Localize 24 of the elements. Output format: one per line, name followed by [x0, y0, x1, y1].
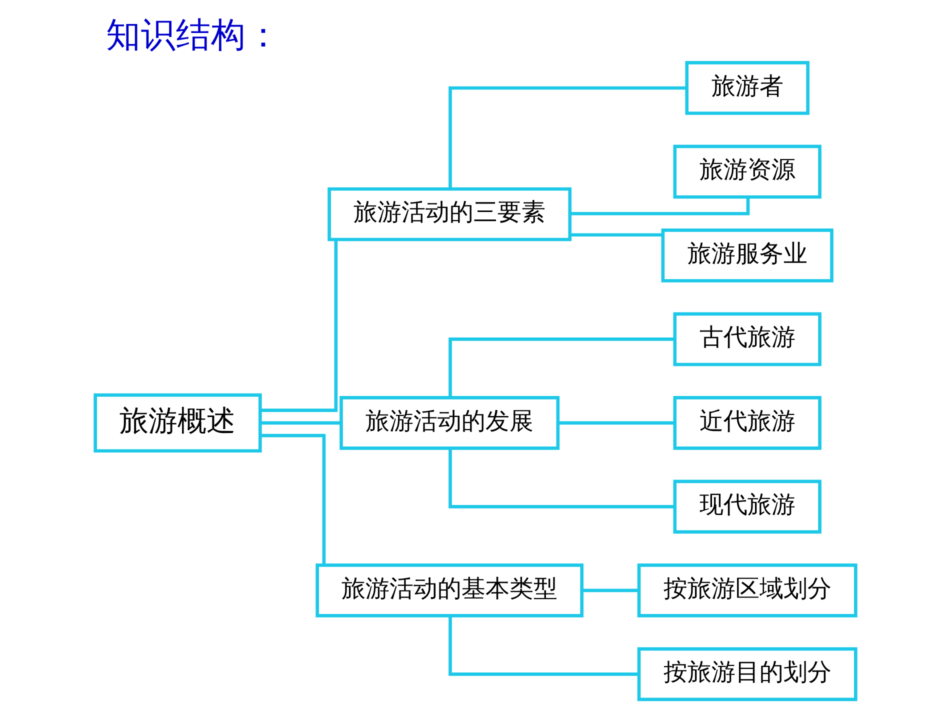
node-box: 按旅游区域划分 [636, 564, 857, 618]
connector [260, 240, 338, 412]
connector [581, 588, 638, 592]
connector [260, 434, 326, 565]
node-box: 旅游活动的三要素 [327, 187, 572, 242]
connector [448, 448, 674, 508]
connector [557, 421, 674, 425]
connector [260, 421, 341, 425]
node-box: 按旅游目的划分 [636, 647, 857, 702]
node-box: 古代旅游 [672, 312, 821, 366]
node-box: 旅游活动的发展 [339, 396, 560, 450]
node-box: 现代旅游 [672, 480, 821, 534]
connector [448, 86, 686, 189]
connector [448, 338, 674, 398]
node-box: 近代旅游 [672, 396, 821, 450]
diagram-title: 知识结构： [106, 16, 281, 56]
connector [570, 197, 750, 216]
node-box: 旅游资源 [672, 144, 821, 199]
connector [570, 233, 662, 237]
node-box: 旅游服务业 [660, 228, 833, 282]
node-box: 旅游者 [684, 61, 809, 115]
node-box: 旅游活动的基本类型 [315, 564, 583, 618]
connector [448, 616, 638, 676]
node-box: 旅游概述 [93, 393, 262, 453]
